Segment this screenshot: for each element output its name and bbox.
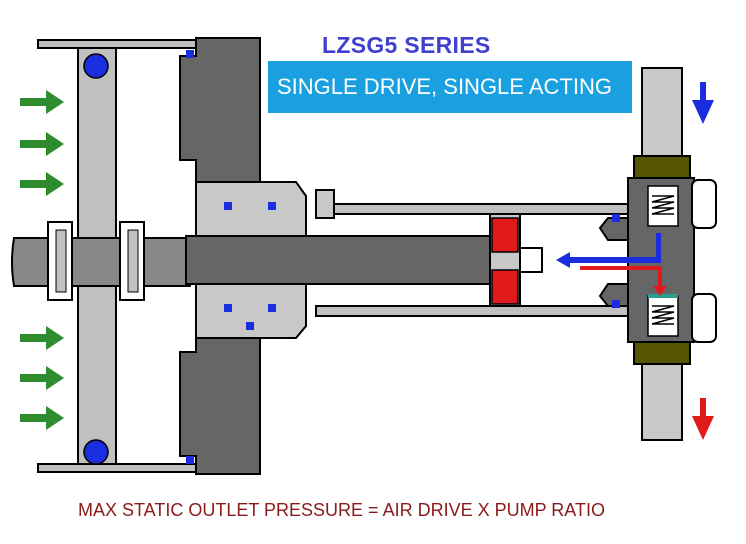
piston-nut [519,247,543,273]
inlet-valve-cage [633,155,691,181]
lower-end-cap [179,329,261,475]
red-piston-seal-top [491,217,519,253]
seal-block-seal [268,202,276,210]
cap-seal-top [186,50,194,58]
rod-clamp-left-inner [55,229,67,293]
subtitle-banner: SINGLE DRIVE, SINGLE ACTING [268,61,632,113]
center-housing [179,37,307,475]
hydraulic-section [185,189,629,317]
bottom-piston-seal [83,439,109,465]
outlet-pipe [641,351,683,441]
air-piston-rod [11,237,191,287]
green-air-arrow-icon [20,406,64,430]
top-piston-seal [83,53,109,79]
inlet-valve-spring [651,195,675,215]
upper-hydraulic-tie-rod [315,203,629,215]
bottom-tie-rod [37,463,199,473]
blue-down-arrow-icon [692,82,714,124]
check-valve-manifold [556,67,717,441]
red-right-arrow-icon [580,266,667,296]
green-air-arrow-icon [20,90,64,114]
port-seal [612,300,620,308]
outlet-check-valve [647,295,679,337]
green-air-arrow-icon [20,172,64,196]
port-seal [612,214,620,222]
inlet-check-valve [647,185,679,227]
tie-rod-nut [315,189,335,219]
green-air-arrow-icon [20,326,64,350]
seal-block-seal [224,202,232,210]
outlet-valve-seat [648,294,678,298]
air-drive-section [11,39,199,473]
top-tie-rod [37,39,199,49]
hydraulic-plunger [185,235,493,285]
cap-seal-bottom [186,456,194,464]
inlet-pipe [641,67,683,169]
green-air-arrow-icon [20,366,64,390]
subtitle-text: SINGLE DRIVE, SINGLE ACTING [277,74,612,99]
green-air-arrow-icon [20,132,64,156]
upper-end-cap [179,37,261,183]
red-piston-seal-bottom [491,269,519,305]
series-title: LZSG5 SERIES [322,32,491,58]
red-down-arrow-icon [692,398,714,440]
air-inlet-arrows [20,90,64,430]
pressure-formula-caption: MAX STATIC OUTLET PRESSURE = AIR DRIVE X… [78,500,605,520]
blue-left-arrow-icon [556,233,661,268]
seal-block-seal [268,304,276,312]
right-nut-top [691,179,717,229]
lower-hydraulic-tie-rod [315,305,629,317]
outlet-valve-spring [651,305,675,325]
outlet-valve-cage [633,339,691,365]
rod-clamp-right-inner [127,229,139,293]
seal-block-seal [246,322,254,330]
right-nut-bottom [691,293,717,343]
upper-port [598,217,629,241]
seal-block-seal [224,304,232,312]
